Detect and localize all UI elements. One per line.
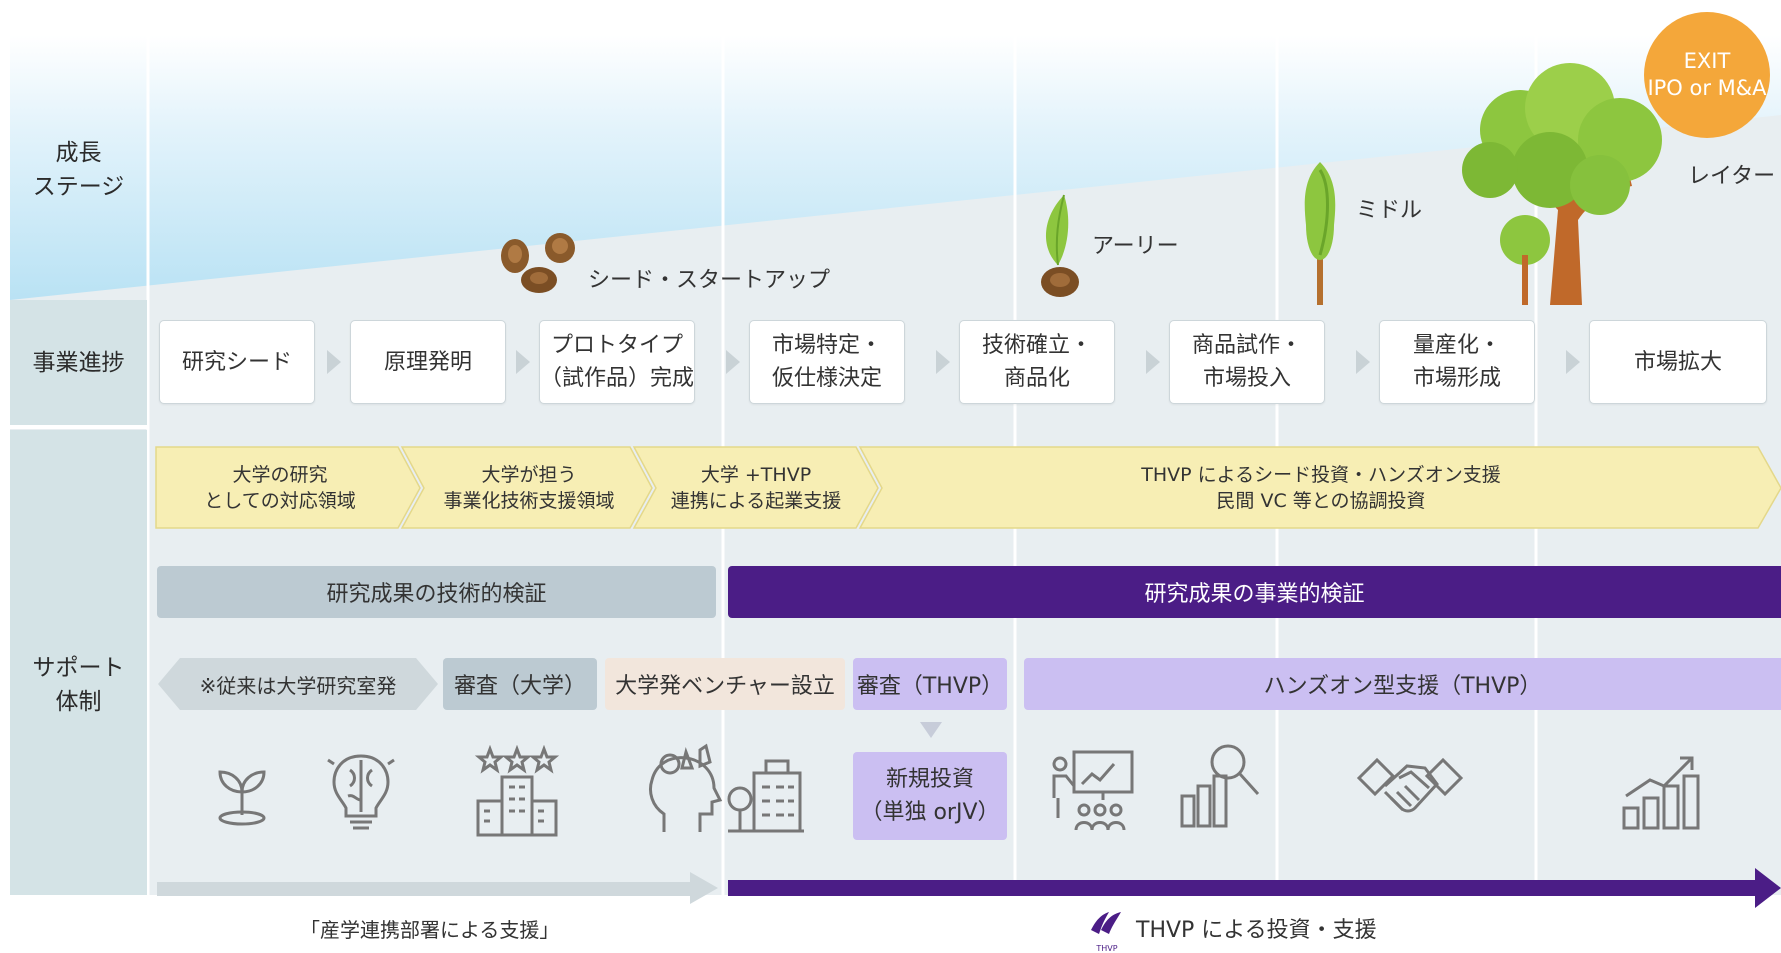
handson-support-bar: ハンズオン型支援（THVP） xyxy=(1024,658,1781,710)
brain-lightbulb-icon xyxy=(326,748,396,833)
rated-building-icon xyxy=(472,745,562,837)
handson-support-label: ハンズオン型支援（THVP） xyxy=(1263,674,1542,699)
progress-step-market-spec: 市場特定・ 仮仕様決定 xyxy=(749,320,905,404)
young-tree-icon xyxy=(1304,162,1336,305)
exit-badge-title: EXIT xyxy=(1683,49,1731,73)
university-support-label: 「産学連携部署による支援」 xyxy=(300,918,560,942)
review-thvp-bar: 審査（THVP） xyxy=(853,658,1007,710)
business-progress-label: 事業進捗 xyxy=(32,349,125,376)
review-university-bar: 審査（大学） xyxy=(443,658,597,710)
progress-step-prototype: プロトタイプ （試作品）完成 xyxy=(539,320,695,404)
review-university-label: 審査（大学） xyxy=(453,674,586,699)
thvp-support-arrow xyxy=(728,868,1781,908)
growth-stage-label: 成長 ステージ xyxy=(32,140,125,200)
support-system-label: サポート 体制 xyxy=(32,655,125,715)
stage-middle-label: ミドル xyxy=(1356,198,1423,223)
progress-arrow xyxy=(726,350,740,374)
exit-badge: EXIT IPO or M&A xyxy=(1644,12,1770,138)
seeds-icon xyxy=(501,233,575,293)
review-thvp-label: 審査（THVP） xyxy=(856,674,1004,699)
chevron-text-university-tech-support: 大学が担う 事業化技術支援領域 xyxy=(443,463,615,512)
progress-step-mass-production: 量産化・ 市場形成 xyxy=(1379,320,1535,404)
business-verification-label: 研究成果の事業的検証 xyxy=(1144,582,1365,607)
chevron-text-university-research: 大学の研究 としての対応領域 xyxy=(204,463,356,512)
thinking-head-icon xyxy=(644,742,724,834)
progress-step-market-launch: 商品試作・ 市場投入 xyxy=(1169,320,1325,404)
stage-early-label: アーリー xyxy=(1092,234,1179,259)
seedling-icon xyxy=(1041,194,1079,297)
large-tree-icon xyxy=(1462,63,1662,305)
conventional-label: ※従来は大学研究室発 xyxy=(199,673,397,698)
stage-seed-label: シード・スタートアップ xyxy=(588,268,831,293)
chevron-text-university-thvp: 大学 +THVP 連携による起業支援 xyxy=(670,463,842,512)
chevron-text-thvp-seed-investment: THVP によるシード投資・ハンズオン支援 民間 VC 等との協調投資 xyxy=(1141,463,1501,512)
progress-step-research-seed: 研究シード xyxy=(159,320,315,404)
progress-arrow xyxy=(327,350,341,374)
stage-later-label: レイター xyxy=(1688,164,1776,189)
new-investment-box: 新規投資 （単独 orJV） xyxy=(853,752,1007,840)
company-building-icon xyxy=(726,755,806,835)
progress-arrow xyxy=(516,350,530,374)
presentation-icon xyxy=(1048,748,1136,833)
venture-setup-bar: 大学発ベンチャー設立 xyxy=(605,658,845,710)
chevron-university-tech-support xyxy=(400,446,653,529)
progress-arrow xyxy=(1566,350,1580,374)
university-support-arrow xyxy=(157,872,718,904)
analytics-icon xyxy=(1178,740,1266,830)
conventional-arrow-shape xyxy=(158,658,438,710)
chevron-university-thvp xyxy=(632,446,879,529)
venture-setup-label: 大学発ベンチャー設立 xyxy=(615,674,835,699)
chevron-thvp-seed-investment xyxy=(858,446,1781,529)
progress-arrow xyxy=(1146,350,1160,374)
thvp-logo: THVP xyxy=(1087,908,1127,953)
down-triangle-icon xyxy=(920,722,942,738)
chevron-university-research xyxy=(155,446,421,529)
progress-step-commercialization: 技術確立・ 商品化 xyxy=(959,320,1115,404)
exit-badge-subtitle: IPO or M&A xyxy=(1647,76,1767,100)
technical-verification-bar: 研究成果の技術的検証 xyxy=(157,566,716,618)
progress-arrow xyxy=(936,350,950,374)
technical-verification-label: 研究成果の技術的検証 xyxy=(326,582,547,607)
thvp-support-label: THVP による投資・支援 xyxy=(1136,918,1377,943)
business-verification-bar: 研究成果の事業的検証 xyxy=(728,566,1781,618)
progress-step-principle-invention: 原理発明 xyxy=(350,320,506,404)
progress-arrow xyxy=(1356,350,1370,374)
handshake-icon xyxy=(1355,752,1465,832)
growth-chart-icon xyxy=(1620,752,1710,830)
sprout-icon xyxy=(212,760,272,830)
progress-step-market-expansion: 市場拡大 xyxy=(1589,320,1767,404)
